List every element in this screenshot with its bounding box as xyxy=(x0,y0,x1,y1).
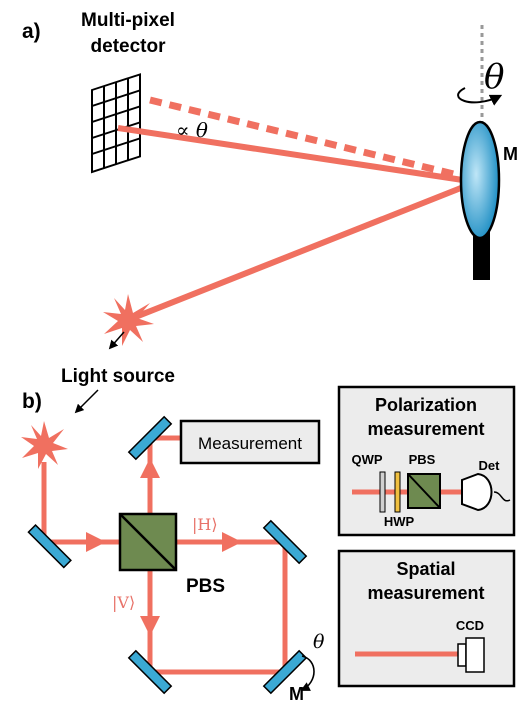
panel-a-label: a) xyxy=(22,20,41,43)
ccd-camera-icon xyxy=(457,637,485,673)
qwp-label: QWP xyxy=(351,452,382,467)
pbs-cube-icon xyxy=(118,512,178,572)
multi-pixel-detector-icon xyxy=(91,73,141,174)
mirror-label-a: M xyxy=(503,144,518,164)
qwp-icon xyxy=(379,471,386,513)
spatial-title-line1: Spatial xyxy=(396,559,455,579)
mirror-label-b: M xyxy=(289,684,304,704)
mirror-b5 xyxy=(262,649,308,695)
incident-beam xyxy=(126,179,478,323)
polarization-measurement-box xyxy=(337,385,516,537)
hwp-icon xyxy=(394,471,401,513)
v-ket-label: |V⟩ xyxy=(112,593,135,612)
light-source-star-icon-b xyxy=(21,421,68,469)
pbs-cube-icon-pol xyxy=(407,473,441,509)
measurement-box xyxy=(179,419,321,465)
spatial-measurement-box xyxy=(337,549,516,688)
detector-cable-icon xyxy=(493,491,511,502)
mirror-b3 xyxy=(262,519,308,565)
det-label: Det xyxy=(479,458,501,473)
detector-label-line1: Multi-pixel xyxy=(81,10,175,31)
proportional-theta-label: ∝ θ xyxy=(176,118,208,142)
light-source-label: Light source xyxy=(61,366,175,387)
detector-label-line2: detector xyxy=(91,36,167,57)
pbs-label-b: PBS xyxy=(186,576,225,597)
mirror-b2 xyxy=(127,415,173,461)
h-ket-label: |H⟩ xyxy=(192,515,218,534)
pointer-arrow-a xyxy=(108,331,125,350)
ccd-label: CCD xyxy=(456,618,484,633)
spatial-title-line2: measurement xyxy=(367,583,484,603)
theta-label-a: θ xyxy=(484,57,504,97)
pbs-label-pol: PBS xyxy=(409,452,436,467)
hwp-label: HWP xyxy=(384,514,415,529)
measurement-label: Measurement xyxy=(198,434,302,453)
pointer-arrow-b xyxy=(74,389,99,414)
mirror-icon xyxy=(459,120,501,240)
mirror-b1 xyxy=(27,523,72,569)
mirror-b4 xyxy=(127,649,173,695)
panel-b-label: b) xyxy=(22,390,42,413)
detector-icon xyxy=(461,472,493,512)
rotation-arrow-icon xyxy=(457,87,503,106)
rotation-arrow-icon-b xyxy=(300,655,315,691)
polarization-title-line1: Polarization xyxy=(375,395,477,415)
rotating-mirror: θ M xyxy=(457,25,518,280)
reflected-beam-dashed xyxy=(149,96,479,184)
theta-label-b: θ xyxy=(313,631,325,653)
light-source-star-icon xyxy=(103,294,154,346)
beam-path-b xyxy=(41,435,288,675)
polarization-title-line2: measurement xyxy=(367,419,484,439)
reflected-beam xyxy=(117,125,477,185)
